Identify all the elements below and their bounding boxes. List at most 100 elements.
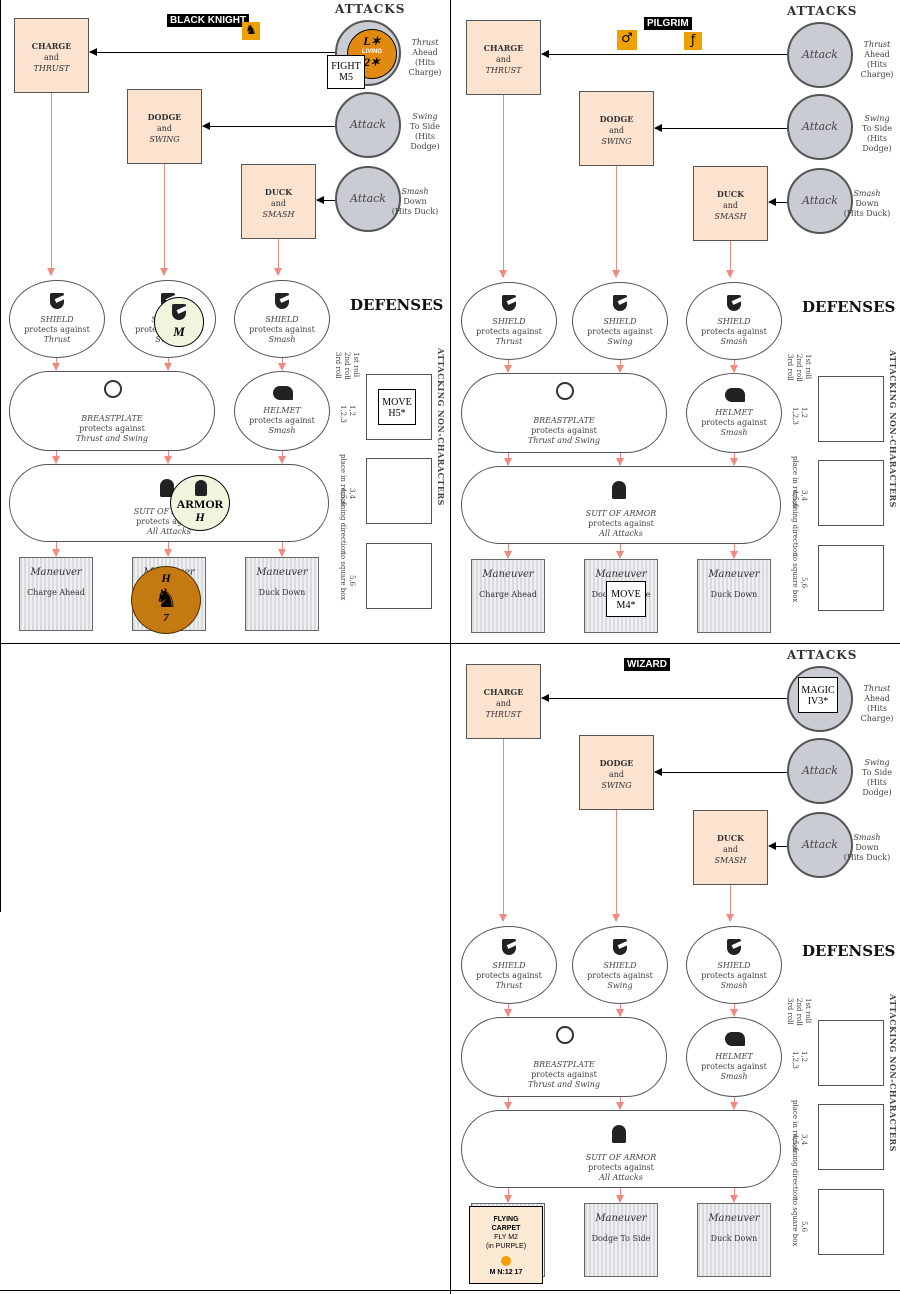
shield-chit[interactable]: M — [154, 297, 204, 347]
breastplate[interactable]: BREASTPLATE protects against Thrust and … — [9, 371, 215, 451]
nonchar-box-2[interactable] — [818, 460, 884, 526]
armor-chit[interactable]: ARMOR H — [170, 475, 230, 531]
flow-arrow — [278, 358, 286, 371]
chit-line: IV3* — [807, 696, 829, 707]
def-vs: Thrust — [43, 335, 71, 344]
duck-smash-box[interactable]: DUCK and SMASH — [693, 810, 768, 885]
attack-smash-circle[interactable]: Attack — [787, 812, 853, 878]
defenses-title: DEFENSES — [802, 298, 896, 316]
dodge-swing-box[interactable]: DODGE and SWING — [127, 89, 202, 164]
maneuver-charge[interactable]: Maneuver Charge Ahead — [19, 557, 93, 631]
attack-swing-circle[interactable]: Attack — [787, 738, 853, 804]
move-chit[interactable]: MOVE M4* — [606, 581, 646, 617]
def-vs: Smash — [720, 1072, 748, 1081]
maneuver-charge[interactable]: Maneuver Charge Ahead — [471, 559, 545, 633]
duck-smash-box[interactable]: DUCK and SMASH — [241, 164, 316, 239]
box-and: and — [156, 124, 173, 133]
shield-smash[interactable]: SHIELD protects against Smash — [686, 926, 782, 1004]
charge-thrust-box[interactable]: CHARGE and THRUST — [466, 664, 541, 739]
box-style: THRUST — [485, 710, 522, 719]
desc-a: Smash — [853, 189, 881, 198]
def-protects: protects against — [531, 1070, 597, 1079]
roll-2: 2nd roll — [795, 998, 803, 1026]
dodge-swing-box[interactable]: DODGE and SWING — [579, 91, 654, 166]
charge-thrust-box[interactable]: CHARGE and THRUST — [466, 20, 541, 95]
maneuver-title: Maneuver — [30, 567, 82, 578]
thrust-arrow — [541, 50, 787, 58]
shield-thrust[interactable]: SHIELD protects against Thrust — [9, 280, 105, 358]
attack-swing-circle[interactable]: Attack — [787, 94, 853, 160]
flow-arrow — [616, 453, 624, 466]
breastplate[interactable]: BREASTPLATE protects against Thrust and … — [461, 373, 667, 453]
duck-smash-box[interactable]: DUCK and SMASH — [693, 166, 768, 241]
roll-set: 1,2 — [800, 407, 808, 419]
attack-smash-circle[interactable]: Attack — [335, 166, 401, 232]
nonchar-box-3[interactable] — [366, 543, 432, 609]
roll-set: 5,6 — [800, 1221, 808, 1233]
breastplate[interactable]: BREASTPLATE protects against Thrust and … — [461, 1017, 667, 1097]
desc-b: Down — [403, 197, 427, 206]
helmet[interactable]: HELMET protects against Smash — [686, 373, 782, 453]
nonchar-box-1[interactable] — [818, 376, 884, 442]
shield-thrust[interactable]: SHIELD protects against Thrust — [461, 926, 557, 1004]
maneuver-dodge[interactable]: Maneuver Dodge To Side — [584, 1203, 658, 1277]
armor-icon — [612, 1125, 626, 1143]
roll-set: 3,4 — [800, 1134, 808, 1146]
charge-thrust-box[interactable]: CHARGE and THRUST — [14, 18, 89, 93]
chit-top: L✶ — [363, 34, 381, 48]
helmet-icon — [725, 388, 745, 402]
place-hint: place in remaining direction — [791, 456, 799, 557]
shield-smash[interactable]: SHIELD protects against Smash — [686, 282, 782, 360]
def-vs: Smash — [268, 426, 296, 435]
maneuver-duck[interactable]: Maneuver Duck Down — [245, 557, 319, 631]
roll-1: 1st roll — [804, 998, 812, 1024]
attack-thrust-circle[interactable]: Attack — [787, 22, 853, 88]
chit-mid: LIVING — [361, 49, 382, 55]
box-label: DUCK — [716, 833, 745, 843]
def-vs: Thrust and Swing — [527, 1080, 601, 1089]
desc-c: (Hits Charge) — [860, 60, 894, 79]
attack-smash-circle[interactable]: Attack — [787, 168, 853, 234]
smash-arrow — [768, 842, 787, 850]
suit-of-armor[interactable]: SUIT OF ARMOR protects against All Attac… — [9, 464, 329, 542]
maneuver-duck[interactable]: Maneuver Duck Down — [697, 559, 771, 633]
flow-arrow — [730, 1188, 738, 1203]
desc-a: Thrust — [863, 40, 891, 49]
horse-chit[interactable]: H ♞ 7 — [131, 566, 201, 634]
nonchar-box-2[interactable] — [818, 1104, 884, 1170]
shield-swing[interactable]: SHIELD protects against Swing — [572, 926, 668, 1004]
breastplate-icon — [556, 1026, 574, 1044]
def-protects: protects against — [249, 416, 315, 425]
shield-thrust[interactable]: SHIELD protects against Thrust — [461, 282, 557, 360]
attack-swing-circle[interactable]: Attack — [335, 92, 401, 158]
shield-smash[interactable]: SHIELD protects against Smash — [234, 280, 330, 358]
suit-of-armor[interactable]: SUIT OF ARMOR protects against All Attac… — [461, 1110, 781, 1188]
magic-chit[interactable]: MAGIC IV3* — [798, 677, 838, 713]
smash-desc: Smash Down (Hits Duck) — [843, 833, 891, 863]
flying-carpet-card[interactable]: FLYING CARPET FLY M2 (in PURPLE) M N:12 … — [469, 1206, 543, 1284]
move-chit[interactable]: MOVE H5* — [378, 389, 416, 425]
shield-swing[interactable]: SHIELD protects against Swing — [572, 282, 668, 360]
to-box: to square box — [791, 554, 799, 603]
maneuver-duck[interactable]: Maneuver Duck Down — [697, 1203, 771, 1277]
flow-arrow — [504, 1097, 512, 1110]
fight-chit[interactable]: FIGHT M5 — [327, 55, 365, 89]
nonchar-box-2[interactable] — [366, 458, 432, 524]
flow-arrow — [504, 1004, 512, 1017]
dodge-swing-box[interactable]: DODGE and SWING — [579, 735, 654, 810]
desc-b: Ahead — [412, 48, 438, 57]
carpet-line: CARPET — [491, 1225, 521, 1232]
nonchar-box-1[interactable] — [818, 1020, 884, 1086]
helmet-icon — [725, 1032, 745, 1046]
helmet[interactable]: HELMET protects against Smash — [234, 371, 330, 451]
desc-a: Swing — [864, 114, 890, 123]
helmet[interactable]: HELMET protects against Smash — [686, 1017, 782, 1097]
roll-3: 3rd roll — [786, 354, 794, 381]
box-label: CHARGE — [31, 41, 72, 51]
roll-3: 3rd roll — [334, 352, 342, 379]
nonchar-box-3[interactable] — [818, 545, 884, 611]
nonchar-box-3[interactable] — [818, 1189, 884, 1255]
carpet-line: (in PURPLE) — [485, 1243, 527, 1250]
suit-of-armor[interactable]: SUIT OF ARMOR protects against All Attac… — [461, 466, 781, 544]
flow-arrow — [730, 1097, 738, 1110]
